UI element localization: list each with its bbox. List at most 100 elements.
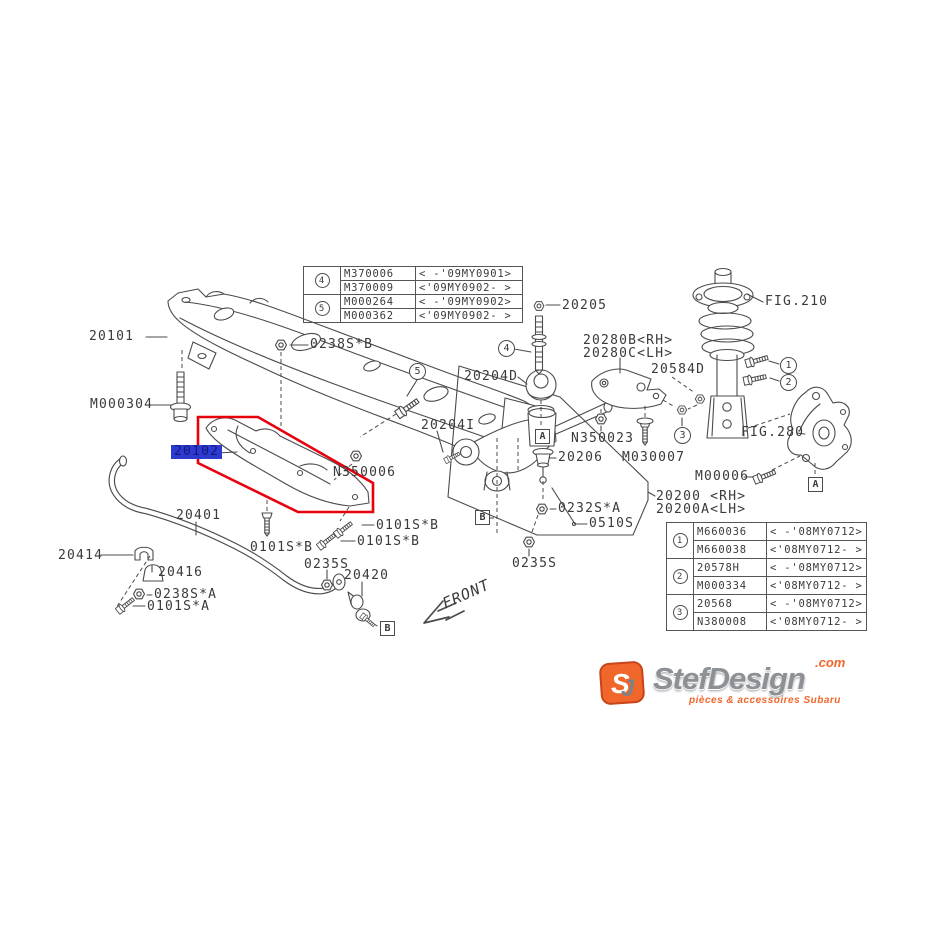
knuckle-fig280-drawing xyxy=(787,386,852,470)
applicability-cell: < -'08MY0712> xyxy=(766,522,867,541)
callout-4: 4 xyxy=(498,340,515,357)
applicability-cell: < -'08MY0712> xyxy=(766,558,867,577)
part-label-20204i[interactable]: 20204I xyxy=(421,418,476,433)
leader-lines xyxy=(100,293,806,607)
bracket-20280-drawing xyxy=(591,368,667,409)
part-number-cell[interactable]: M370006 xyxy=(340,266,416,281)
table-row: 4 M370006 < -'09MY0901> xyxy=(303,266,523,295)
stabilizer-link-20420-drawing xyxy=(347,591,377,629)
jack-up-plate-20102-drawing xyxy=(205,417,370,507)
part-label-m00006[interactable]: M00006 xyxy=(695,469,750,484)
part-number-cell[interactable]: M000362 xyxy=(340,308,416,323)
figure-ref-280[interactable]: FIG.280 xyxy=(741,425,805,440)
part-label-20401[interactable]: 20401 xyxy=(176,508,222,523)
part-label-0510s[interactable]: 0510S xyxy=(589,516,635,531)
part-label-n350023[interactable]: N350023 xyxy=(571,431,635,446)
part-number-cell[interactable]: N380008 xyxy=(693,612,767,631)
applicability-cell: <'09MY0902- > xyxy=(415,308,523,323)
figure-ref-210[interactable]: FIG.210 xyxy=(765,294,829,309)
part-label-20205[interactable]: 20205 xyxy=(562,298,608,313)
part-label-20200rh[interactable]: 20200 <RH> xyxy=(656,489,747,504)
part-label-20416[interactable]: 20416 xyxy=(158,565,204,580)
front-arrow-icon xyxy=(423,600,465,624)
part-number-cell[interactable]: M000334 xyxy=(693,576,767,595)
clamp-20414-drawing xyxy=(134,546,154,561)
table-callout-5: 5 xyxy=(314,301,330,316)
part-label-20200lh[interactable]: 20200A<LH> xyxy=(656,502,747,517)
part-label-m000304[interactable]: M000304 xyxy=(90,397,154,412)
control-arm-group-outline xyxy=(447,365,656,536)
part-label-20280b[interactable]: 20280B<RH> xyxy=(583,333,674,348)
part-number-cell[interactable]: M660038 xyxy=(693,540,767,559)
part-label-m030007[interactable]: M030007 xyxy=(622,450,686,465)
table-row: 2 20578H < -'08MY0712> xyxy=(666,558,867,595)
part-label-n350006[interactable]: N350006 xyxy=(333,465,397,480)
callout-5: 5 xyxy=(409,363,426,380)
applicability-cell: <'08MY0712- > xyxy=(766,612,867,631)
callout-3: 3 xyxy=(674,427,691,444)
part-label-0101sb-left[interactable]: 0101S*B xyxy=(250,540,314,555)
applicability-table-top: 4 M370006 < -'09MY0901> M370009 <'09MY09… xyxy=(303,266,523,323)
strut-fig210-drawing xyxy=(692,267,755,439)
logo-text: StefDesign xyxy=(653,661,806,696)
part-number-cell[interactable]: M660036 xyxy=(693,522,767,541)
part-label-20101[interactable]: 20101 xyxy=(89,329,135,344)
ball-joint-20206-drawing xyxy=(532,447,554,484)
svg-text:J: J xyxy=(621,675,635,702)
table-row: 1 M660036 < -'08MY0712> xyxy=(666,522,867,559)
table-row: M000362 <'09MY0902- > xyxy=(304,308,523,323)
part-label-20280c[interactable]: 20280C<LH> xyxy=(583,346,674,361)
logo-sd-icon: S J xyxy=(599,661,645,705)
applicability-cell: <'09MY0902- > xyxy=(415,280,523,295)
table-row: M000334 <'08MY0712- > xyxy=(667,576,867,595)
logo-tagline: pièces & accessoires Subaru xyxy=(689,695,841,706)
part-label-20102-selected[interactable]: 20102 xyxy=(171,445,223,459)
table-row: M370009 <'09MY0902- > xyxy=(304,280,523,295)
part-label-20206[interactable]: 20206 xyxy=(558,450,604,465)
construction-dashed-lines xyxy=(115,350,816,628)
part-label-0238sb[interactable]: 0238S*B xyxy=(310,337,374,352)
part-label-20420[interactable]: 20420 xyxy=(344,568,390,583)
part-label-0238sa[interactable]: 0238S*A xyxy=(154,587,218,602)
part-label-0101sb-right2[interactable]: 0101S*B xyxy=(357,534,421,549)
svg-text:S: S xyxy=(611,668,630,699)
site-logo[interactable]: S J StefDesign .com pièces & accessoires… xyxy=(597,655,855,717)
part-number-cell[interactable]: M000264 xyxy=(340,294,416,309)
applicability-cell: < -'09MY0902> xyxy=(415,294,523,309)
table-callout-1: 1 xyxy=(672,533,688,548)
logo-tld: .com xyxy=(815,655,846,670)
part-number-cell[interactable]: 20578H xyxy=(693,558,767,577)
ref-box-a-center: A xyxy=(535,429,550,444)
part-label-0235s-left[interactable]: 0235S xyxy=(304,557,350,572)
bolt-20205-drawing xyxy=(531,315,547,375)
applicability-cell: <'08MY0712- > xyxy=(766,576,867,595)
part-label-0101sb-right1[interactable]: 0101S*B xyxy=(376,518,440,533)
table-row: 5 M000264 < -'09MY0902> xyxy=(303,294,523,323)
bushing-20416-drawing xyxy=(142,564,164,582)
applicability-cell: <'08MY0712- > xyxy=(766,540,867,559)
applicability-cell: < -'09MY0901> xyxy=(415,266,523,281)
part-label-0232sa[interactable]: 0232S*A xyxy=(558,501,622,516)
part-label-0101sa[interactable]: 0101S*A xyxy=(147,599,211,614)
applicability-cell: < -'08MY0712> xyxy=(766,594,867,613)
fastener-icons xyxy=(114,301,778,616)
part-label-20584d[interactable]: 20584D xyxy=(651,362,706,377)
part-number-cell[interactable]: M370009 xyxy=(340,280,416,295)
part-label-20414[interactable]: 20414 xyxy=(58,548,104,563)
callout-2: 2 xyxy=(780,374,797,391)
sway-bar-20401-drawing xyxy=(108,455,346,595)
part-number-cell[interactable]: 20568 xyxy=(693,594,767,613)
table-callout-4: 4 xyxy=(314,273,330,288)
table-callout-2: 2 xyxy=(672,569,688,584)
part-label-0235s-center[interactable]: 0235S xyxy=(512,556,558,571)
applicability-table-bottom: 1 M660036 < -'08MY0712> M660038 <'08MY07… xyxy=(666,522,867,631)
table-callout-3: 3 xyxy=(672,605,688,620)
table-row: N380008 <'08MY0712- > xyxy=(667,612,867,631)
table-row: M660038 <'08MY0712- > xyxy=(667,540,867,559)
highlight-box-20102 xyxy=(196,415,375,514)
callout-1: 1 xyxy=(780,357,797,374)
bolt-m000304-drawing xyxy=(169,371,192,423)
part-label-20204d[interactable]: 20204D xyxy=(464,369,519,384)
